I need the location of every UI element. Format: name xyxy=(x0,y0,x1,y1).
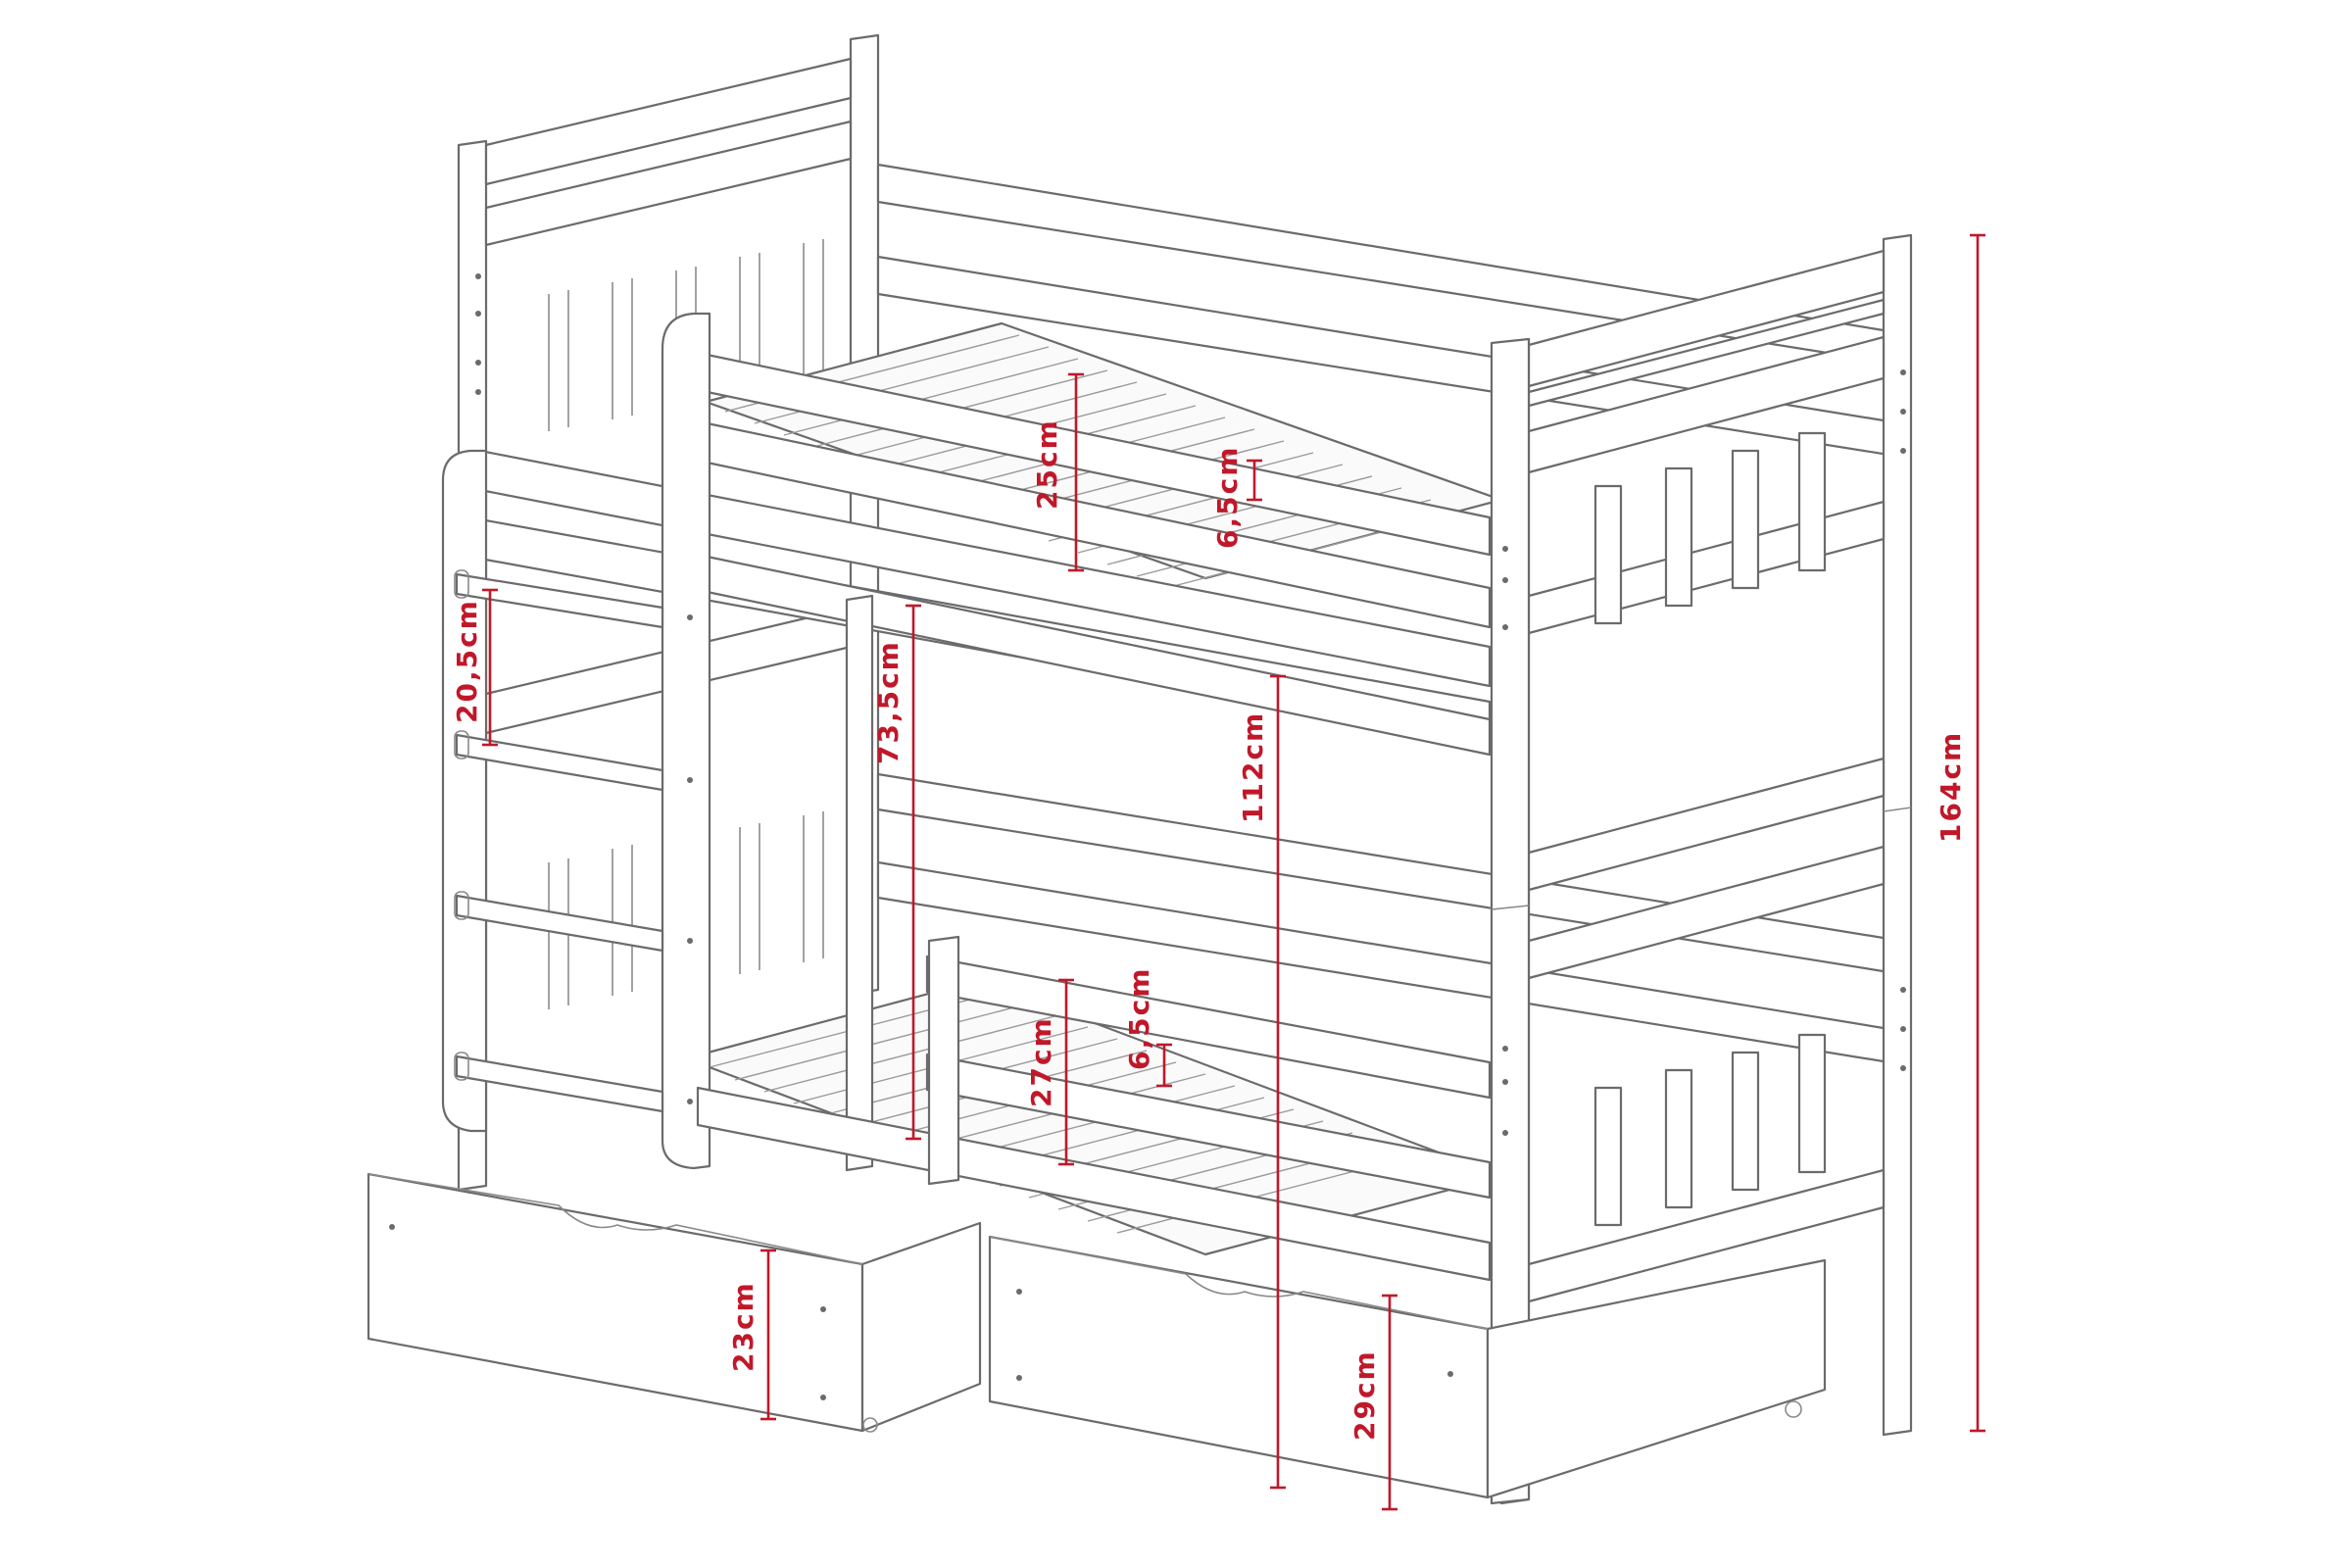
dim-floor-to-upper-bed: 112cm xyxy=(1237,674,1286,1490)
dim-floor-to-upper-bed-label: 112cm xyxy=(1237,711,1269,823)
dim-upper-rail-label: 25cm xyxy=(1031,418,1063,510)
ladder xyxy=(441,312,874,1172)
dim-drawer-right-label: 29cm xyxy=(1348,1349,1381,1441)
drawer-right xyxy=(988,1235,1827,1499)
dim-under-upper-bed-label: 73,5cm xyxy=(872,640,905,764)
dim-ladder-step: 20,5cm xyxy=(451,588,498,747)
front-upper-rails xyxy=(478,351,1492,757)
dim-drawer-left-label: 23cm xyxy=(727,1281,760,1372)
front-lower-rails xyxy=(696,935,1492,1282)
dim-lower-rail: 27cm xyxy=(1025,978,1074,1166)
dim-lower-slat-label: 6,5cm xyxy=(1123,967,1155,1070)
screw-dots xyxy=(389,273,1906,1400)
dim-ladder-step-label: 20,5cm xyxy=(451,599,483,723)
dim-upper-slat-label: 6,5cm xyxy=(1211,446,1244,549)
dim-total-height-label: 164cm xyxy=(1935,731,1967,843)
drawer-left xyxy=(367,1172,982,1433)
dim-drawer-right: 29cm xyxy=(1348,1294,1397,1511)
front-right-post xyxy=(1490,337,1531,1505)
dim-lower-rail-label: 27cm xyxy=(1025,1016,1057,1107)
dim-upper-slat: 6,5cm xyxy=(1211,446,1262,549)
dim-lower-slat: 6,5cm xyxy=(1123,967,1172,1088)
dim-under-upper-bed: 73,5cm xyxy=(872,604,921,1141)
dim-upper-rail: 25cm xyxy=(1031,372,1084,572)
dim-drawer-left: 23cm xyxy=(727,1249,776,1421)
dim-total-height: 164cm xyxy=(1935,233,1985,1433)
